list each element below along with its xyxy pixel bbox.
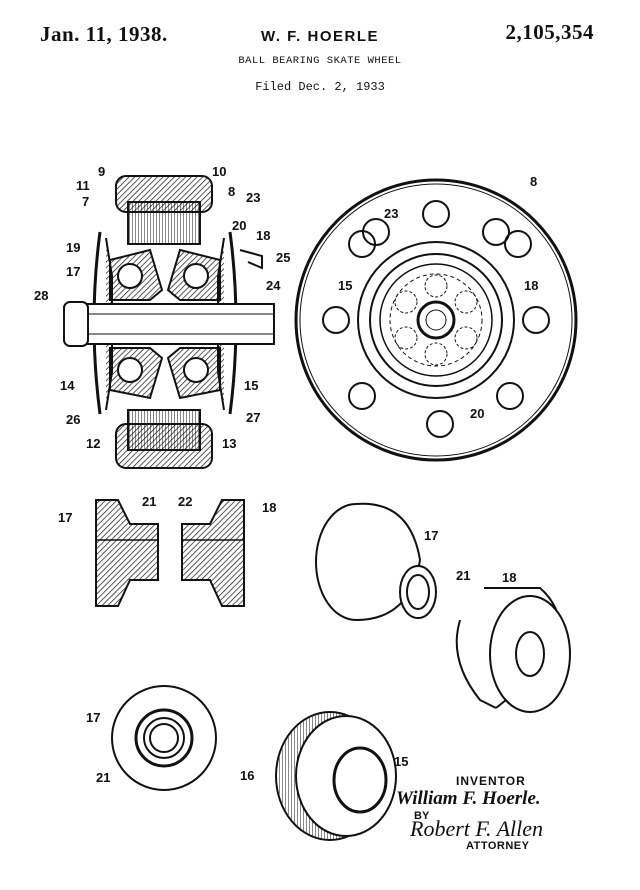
figure-1-labels: 9 10 11 8 7 23 20 18 19 25 17 24 28 14 1… [34, 164, 290, 451]
figure-6-labels: 16 15 [240, 754, 408, 783]
figure-perspective-cones [315, 502, 571, 713]
patent-number: 2,105,354 [505, 20, 594, 44]
by-label: BY [414, 810, 430, 822]
label-17: 17 [86, 710, 100, 725]
label-9: 9 [98, 164, 105, 179]
label-18: 18 [502, 570, 516, 585]
label-22: 22 [178, 494, 192, 509]
label-23: 23 [246, 190, 260, 205]
label-15: 15 [244, 378, 258, 393]
inventor-name: W. F. HOERLE [260, 28, 379, 45]
label-21: 21 [96, 770, 110, 785]
attorney-label: ATTORNEY [466, 840, 530, 852]
label-7: 7 [82, 194, 89, 209]
label-17: 17 [58, 510, 72, 525]
label-28: 28 [34, 288, 48, 303]
label-21: 21 [142, 494, 156, 509]
figure-split-cones [95, 499, 245, 607]
patent-date: Jan. 11, 1938. [40, 22, 168, 46]
attorney-signature: Robert F. Allen [410, 816, 544, 841]
inventor-signature: William F. Hoerle. [396, 788, 541, 809]
filed-date: Filed Dec. 2, 1933 [255, 80, 385, 94]
label-10: 10 [212, 164, 226, 179]
label-20: 20 [470, 406, 484, 421]
figure-face-view [294, 178, 578, 462]
label-8: 8 [530, 174, 537, 189]
label-27: 27 [246, 410, 260, 425]
label-11: 11 [76, 178, 90, 193]
figure-cone-end-view [111, 685, 217, 791]
label-16: 16 [240, 768, 254, 783]
inventor-label: INVENTOR [456, 774, 526, 788]
label-25: 25 [276, 250, 290, 265]
label-18: 18 [256, 228, 270, 243]
label-8: 8 [228, 184, 235, 199]
label-17: 17 [424, 528, 438, 543]
figure-3-labels: 17 21 22 18 [58, 494, 276, 525]
label-15: 15 [394, 754, 408, 769]
figure-cross-section [63, 175, 275, 469]
label-24: 24 [266, 278, 281, 293]
label-26: 26 [66, 412, 80, 427]
patent-title: BALL BEARING SKATE WHEEL [238, 55, 402, 67]
figure-4-labels: 17 21 18 [424, 528, 516, 585]
figure-retainer [275, 711, 397, 841]
figure-2-labels: 8 23 15 18 20 [338, 174, 538, 421]
label-15: 15 [338, 278, 352, 293]
figure-5-labels: 17 21 [86, 710, 110, 785]
label-13: 13 [222, 436, 236, 451]
label-19: 19 [66, 240, 80, 255]
label-12: 12 [86, 436, 100, 451]
label-21: 21 [456, 568, 470, 583]
label-14: 14 [60, 378, 75, 393]
label-18: 18 [262, 500, 276, 515]
label-20: 20 [232, 218, 246, 233]
label-23: 23 [384, 206, 398, 221]
label-18: 18 [524, 278, 538, 293]
label-17: 17 [66, 264, 80, 279]
